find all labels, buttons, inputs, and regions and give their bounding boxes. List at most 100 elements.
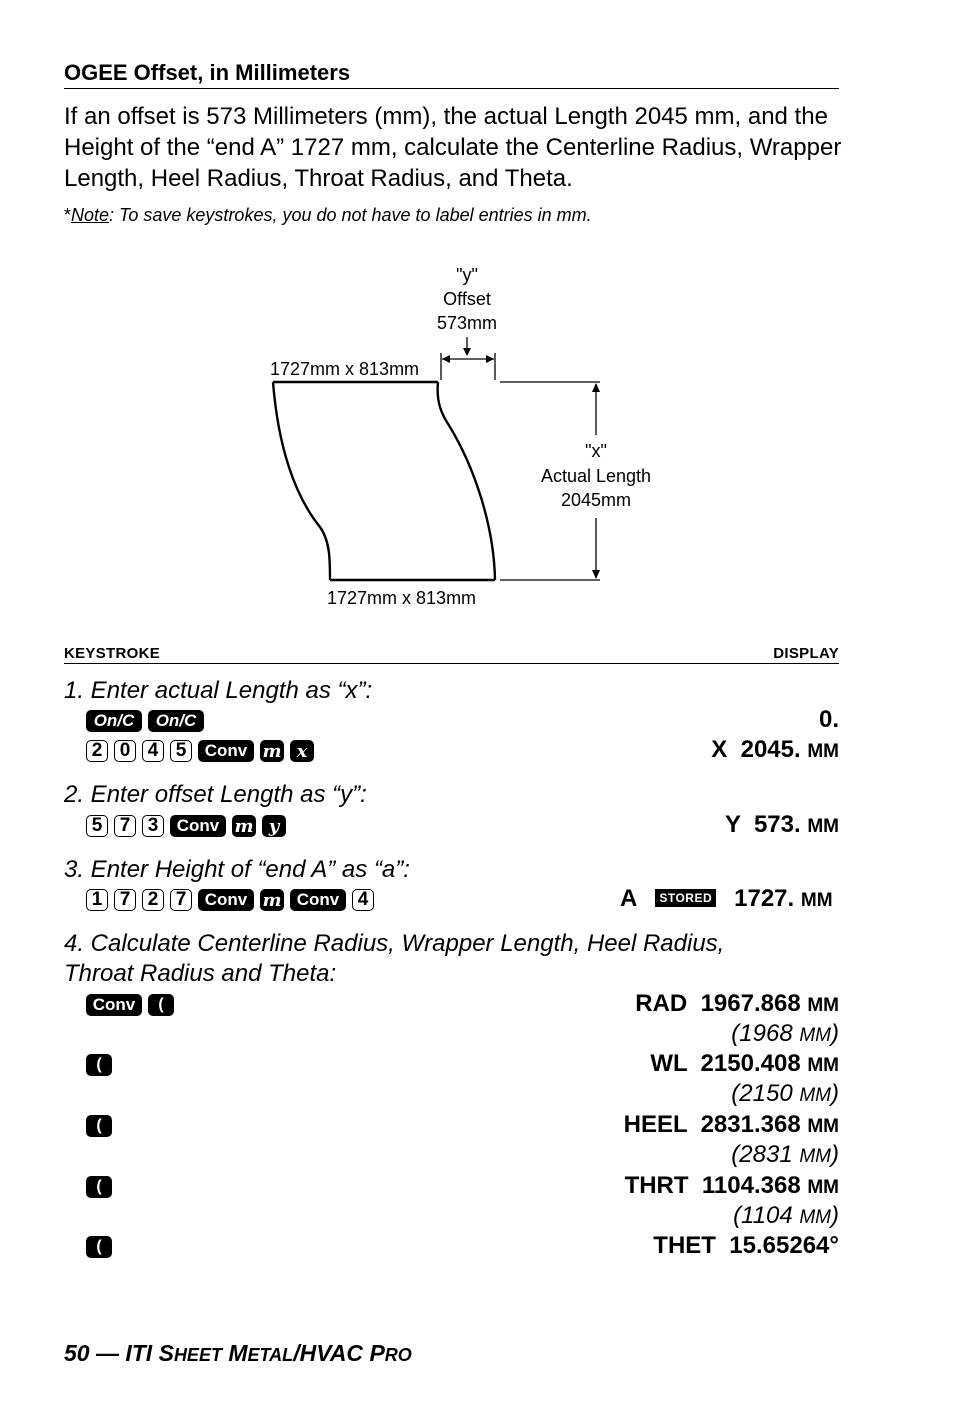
display-unit: MM [807,741,839,762]
offset-dim-arrow-right [486,355,494,363]
rounded-text: (1968 [731,1020,800,1047]
display-unit: MM [807,816,839,837]
m-key[interactable]: m [232,815,256,837]
display-value: HEEL 2831.368 MM [624,1111,839,1139]
rounded-unit: MM [799,1207,831,1228]
step-4-title-line-2: Throat Radius and Theta: [64,960,337,987]
footer-text: ETAL [247,1345,294,1365]
display-value: THRT 1104.368 MM [625,1172,839,1200]
step-2-row-1: 5 7 3 Conv m y Y 573. MM [64,811,839,841]
digit-5-key[interactable]: 5 [86,815,108,837]
rounded-text: (1104 [733,1202,800,1229]
rounded-unit: MM [799,1146,831,1167]
note: *Note: To save keystrokes, you do not ha… [64,205,839,226]
stored-badge: STORED [655,889,717,907]
open-paren-key[interactable]: ( [148,994,174,1016]
digit-3-key[interactable]: 3 [142,815,164,837]
step-3-title: 3. Enter Height of “end A” as “a”: [64,856,410,883]
offset-label-y: "y" [456,265,478,285]
digit-7-key[interactable]: 7 [114,889,136,911]
open-paren-key[interactable]: ( [86,1054,112,1076]
m-key[interactable]: m [260,740,284,762]
offset-pointer-head [463,348,471,356]
keystroke-sequence: 5 7 3 Conv m y [86,815,286,837]
conv-key[interactable]: Conv [198,889,254,911]
section-heading: OGEE Offset, in Millimeters [64,60,839,89]
footer-text: RO [384,1345,412,1365]
step-1-row-2: 2 0 4 5 Conv m x X 2045. MM [64,736,839,766]
duct-left-curve [271,381,332,581]
rounded-unit: MM [799,1025,831,1046]
display-text: THRT 1104.368 [624,1172,801,1199]
digit-5-key[interactable]: 5 [170,740,192,762]
digit-4-key[interactable]: 4 [352,889,374,911]
table-header: KEYSTROKE DISPLAY [64,645,839,664]
footer-text: /HVAC [293,1340,370,1366]
display-unit: MM [807,1116,839,1137]
keystroke-sequence: ( [86,1115,112,1137]
on-c-key[interactable]: On/C [148,710,204,732]
length-label-value: 2045mm [561,490,631,510]
on-c-key[interactable]: On/C [86,710,142,732]
conv-key[interactable]: Conv [170,815,226,837]
display-unit: MM [800,890,833,911]
footer-text: HEET [173,1345,222,1365]
m-key[interactable]: m [260,889,284,911]
y-key[interactable]: y [262,815,286,837]
step-4-row-heel: ( HEEL 2831.368 MM [64,1111,839,1141]
digit-4-key[interactable]: 4 [142,740,164,762]
keystroke-sequence: 2 0 4 5 Conv m x [86,740,314,762]
display-value: X 2045. MM [711,736,839,764]
digit-0-key[interactable]: 0 [114,740,136,762]
rounded-value: (2831 MM) [731,1141,839,1169]
digit-7-key[interactable]: 7 [170,889,192,911]
display-unit: MM [807,1055,839,1076]
digit-1-key[interactable]: 1 [86,889,108,911]
step-4-row-heel-rounded: (2831 MM) [64,1141,839,1171]
keystroke-column-header: KEYSTROKE [64,645,161,662]
step-4-row-thrt: ( THRT 1104.368 MM [64,1172,839,1202]
length-label-x: "x" [585,441,607,461]
footer-page-number: 50 — ITI [64,1340,159,1366]
display-unit: MM [807,1177,839,1198]
step-1-title: 1. Enter actual Length as “x”: [64,677,373,704]
open-paren-key[interactable]: ( [86,1236,112,1258]
rounded-close: ) [831,1020,839,1047]
footer-text: M [221,1340,248,1366]
note-text: : To save keystrokes, you do not have to… [109,205,592,225]
display-text: WL 2150.408 [650,1050,801,1077]
rounded-close: ) [831,1202,839,1229]
display-value: THET 15.65264° [653,1232,839,1260]
footer-text: P [369,1340,385,1366]
step-4-row-thrt-rounded: (1104 MM) [64,1202,839,1232]
display-value: RAD 1967.868 MM [635,990,839,1018]
keystroke-sequence: Conv ( [86,994,174,1016]
conv-key[interactable]: Conv [290,889,346,911]
offset-dim-arrow-left [442,355,450,363]
rounded-value: (2150 MM) [731,1080,839,1108]
conv-key[interactable]: Conv [86,994,142,1016]
top-dimension-label: 1727mm x 813mm [270,359,419,379]
offset-label-name: Offset [443,289,491,309]
rounded-text: (2150 [731,1080,800,1107]
rounded-close: ) [831,1080,839,1107]
x-key[interactable]: x [290,740,314,762]
step-4-row-wl-rounded: (2150 MM) [64,1080,839,1110]
step-4-title-line-1: 4. Calculate Centerline Radius, Wrapper … [64,930,725,957]
open-paren-key[interactable]: ( [86,1176,112,1198]
display-unit: MM [807,995,839,1016]
digit-7-key[interactable]: 7 [114,815,136,837]
rounded-text: (2831 [731,1141,800,1168]
conv-key[interactable]: Conv [198,740,254,762]
rounded-unit: MM [799,1085,831,1106]
step-4-row-rad-rounded: (1968 MM) [64,1020,839,1050]
intro-paragraph: If an offset is 573 Millimeters (mm), th… [64,103,842,192]
offset-label-value: 573mm [437,313,497,333]
keystroke-sequence: ( [86,1236,112,1258]
display-value: WL 2150.408 MM [650,1050,839,1078]
open-paren-key[interactable]: ( [86,1115,112,1137]
rounded-close: ) [831,1141,839,1168]
digit-2-key[interactable]: 2 [142,889,164,911]
digit-2-key[interactable]: 2 [86,740,108,762]
